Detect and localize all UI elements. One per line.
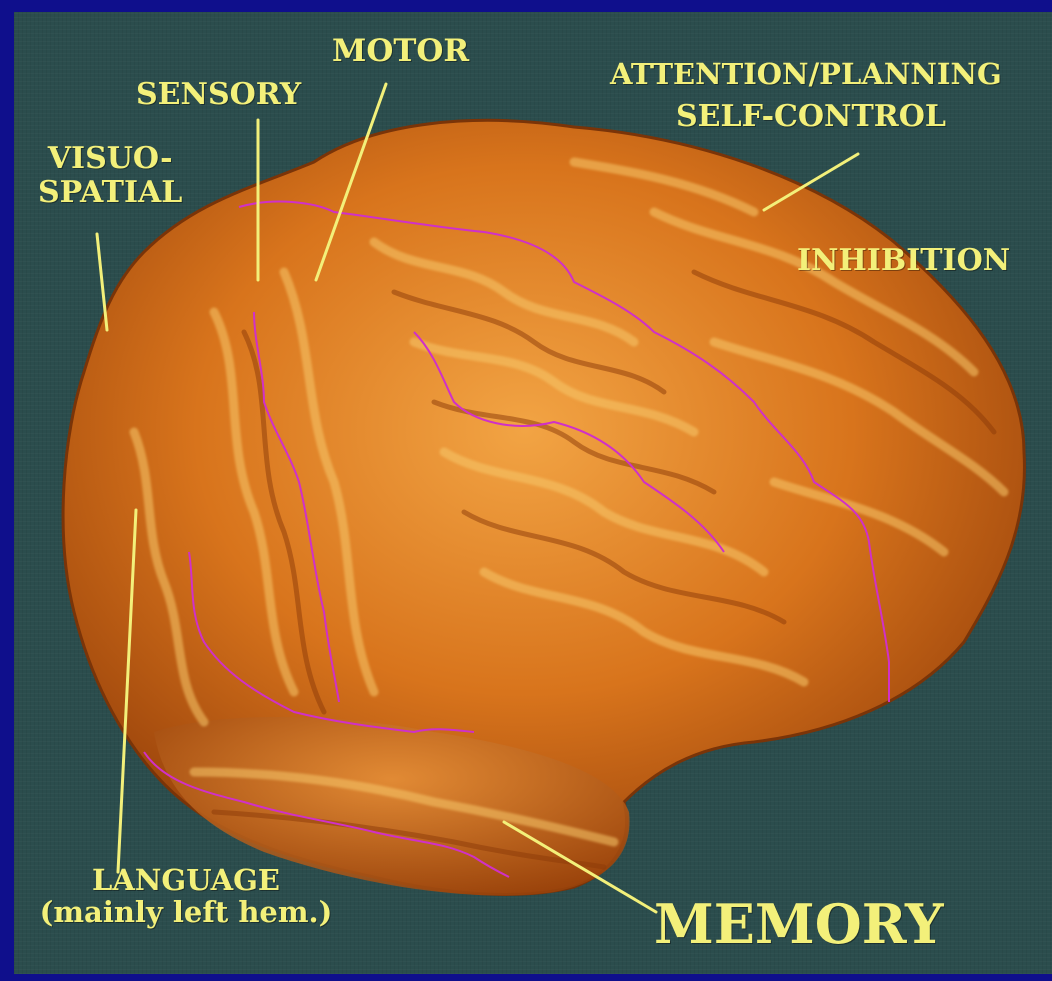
diagram-panel: MOTOR SENSORY VISUO- SPATIAL ATTENTION/P… [14,12,1052,974]
visuo-spatial-line2: SPATIAL [38,176,182,210]
attention-planning-label: ATTENTION/PLANNING [610,58,1002,90]
memory-label: MEMORY [654,894,944,954]
motor-label: MOTOR [332,34,469,69]
visuo-spatial-label: VISUO- SPATIAL [38,142,182,209]
language-line1: LANGUAGE [36,864,336,896]
language-label: LANGUAGE (mainly left hem.) [36,864,336,929]
visuo-spatial-line1: VISUO- [38,142,182,176]
language-note: (mainly left hem.) [36,896,336,928]
self-control-label: SELF-CONTROL [676,100,946,134]
sensory-label: SENSORY [136,78,301,112]
inhibition-label: INHIBITION [797,244,1010,278]
